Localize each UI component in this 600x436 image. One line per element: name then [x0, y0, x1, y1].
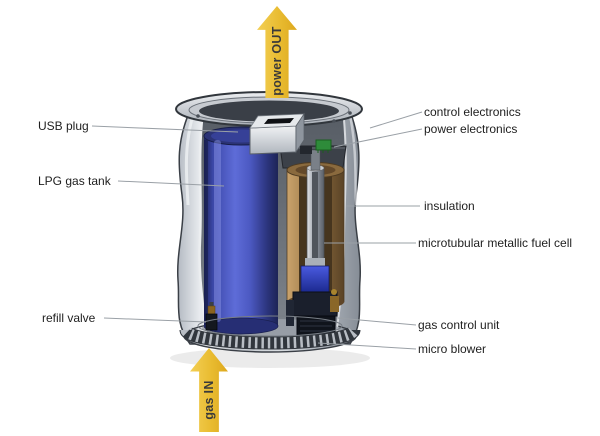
leader-lines: [91, 111, 423, 350]
label-usb-plug: USB plug: [38, 119, 89, 133]
micro-blower: [296, 315, 336, 337]
gas-control-unit: [286, 258, 339, 326]
usb-slot: [264, 118, 294, 124]
label-lpg-gas-tank: LPG gas tank: [38, 174, 111, 188]
usb-plug-part: [249, 112, 305, 155]
bottom-rim: [179, 315, 361, 350]
label-refill-valve: refill valve: [42, 311, 96, 325]
control-electronics-chip: [300, 139, 332, 154]
label-gas-control-unit: gas control unit: [418, 318, 500, 332]
label-insulation: insulation: [424, 199, 475, 213]
label-micro-blower: micro blower: [418, 342, 487, 356]
lpg-gas-tank: [203, 126, 279, 335]
gas-in-arrow-label: gas IN: [202, 380, 216, 420]
label-control-electronics: control electronics: [424, 105, 521, 119]
power-out-arrow-label: power OUT: [270, 26, 284, 96]
label-power-electronics: power electronics: [424, 122, 518, 136]
label-fuel-cell: microtubular metallic fuel cell: [418, 236, 573, 250]
